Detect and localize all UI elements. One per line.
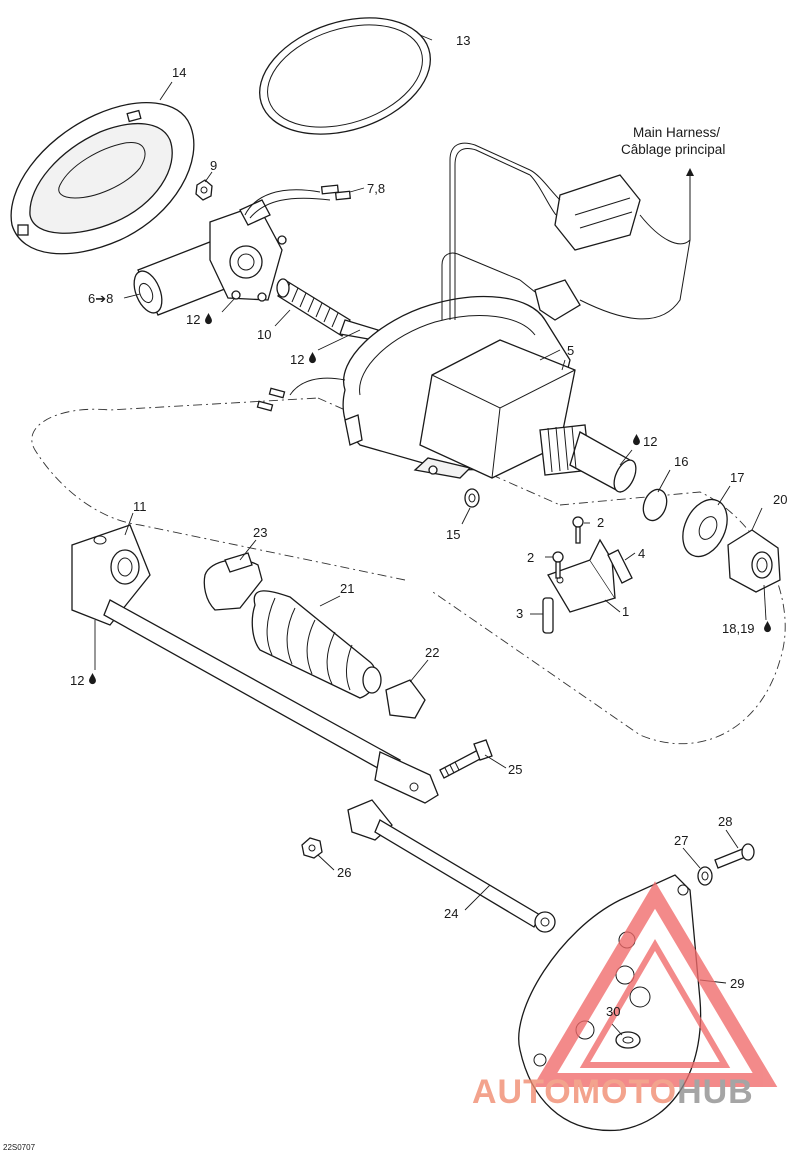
part-14-cover bbox=[10, 102, 195, 255]
watermark-text-part1: AUTOMOTO bbox=[472, 1073, 677, 1111]
callout-25: 25 bbox=[508, 762, 522, 777]
harness-note-line2: Câblage principal bbox=[621, 142, 725, 157]
part-11-lever-shaft bbox=[71, 524, 439, 804]
svg-text:12: 12 bbox=[70, 673, 84, 688]
callout-16: 16 bbox=[674, 454, 688, 469]
callout-7-8: 7,8 bbox=[367, 181, 385, 196]
oil-drop-icon bbox=[205, 313, 212, 325]
callout-23: 23 bbox=[253, 525, 267, 540]
housing-wire-leads bbox=[256, 377, 346, 412]
callout-9: 9 bbox=[210, 158, 217, 173]
callout-20: 20 bbox=[773, 492, 787, 507]
main-harness-wiring bbox=[441, 142, 694, 321]
part-7-8-connectors bbox=[244, 184, 351, 219]
callout-27: 27 bbox=[674, 833, 688, 848]
svg-text:AUTOMOTOHUB: AUTOMOTOHUB bbox=[472, 1073, 754, 1111]
callout-29: 29 bbox=[730, 976, 744, 991]
callout-3: 3 bbox=[516, 606, 523, 621]
callout-1: 1 bbox=[622, 604, 629, 619]
part-4-clip bbox=[607, 549, 633, 584]
callout-12-screw: 12 bbox=[290, 352, 316, 367]
callout-2-upper: 2 bbox=[597, 515, 604, 530]
callout-12-motor: 12 bbox=[186, 312, 212, 327]
part-20-nut bbox=[727, 529, 781, 593]
svg-text:12: 12 bbox=[290, 352, 304, 367]
watermark-inner-triangle bbox=[579, 939, 731, 1068]
part-5-housing bbox=[342, 296, 637, 493]
part-30-bushings bbox=[615, 1031, 641, 1049]
part-16-o-ring bbox=[642, 488, 668, 522]
callout-22: 22 bbox=[425, 645, 439, 660]
part-3-pin bbox=[542, 597, 554, 634]
part-22-clamp bbox=[385, 679, 426, 719]
callout-4: 4 bbox=[638, 546, 645, 561]
oil-drop-icon bbox=[89, 673, 96, 685]
part-27-washer bbox=[697, 866, 713, 886]
callout-6-8: 6➔8 bbox=[88, 291, 113, 306]
watermark-triangle bbox=[532, 881, 778, 1087]
callout-13: 13 bbox=[456, 33, 470, 48]
oil-drop-icon bbox=[633, 434, 640, 446]
part-26-nut bbox=[301, 837, 323, 859]
harness-note-line1: Main Harness/ bbox=[633, 125, 720, 140]
part-2-screw-upper bbox=[572, 516, 584, 544]
callout-15: 15 bbox=[446, 527, 460, 542]
callout-30: 30 bbox=[606, 1004, 620, 1019]
svg-text:12: 12 bbox=[186, 312, 200, 327]
part-2-screw-lower bbox=[552, 551, 564, 579]
watermark-logo: AUTOMOTOHUB bbox=[472, 881, 778, 1111]
diagram-code: 22S0707 bbox=[3, 1143, 36, 1152]
svg-text:18,19: 18,19 bbox=[722, 621, 755, 636]
part-10-worm-screw bbox=[276, 278, 379, 341]
oil-drop-icon bbox=[764, 621, 771, 633]
callout-5: 5 bbox=[567, 343, 574, 358]
callout-2-lower: 2 bbox=[527, 550, 534, 565]
callout-18-19: 18,19 bbox=[722, 621, 771, 636]
part-15-grommet bbox=[464, 488, 480, 508]
callout-26: 26 bbox=[337, 865, 351, 880]
callout-10: 10 bbox=[257, 327, 271, 342]
callout-21: 21 bbox=[340, 581, 354, 596]
part-25-bolt bbox=[439, 739, 493, 779]
part-28-bolt bbox=[714, 843, 755, 869]
oil-drop-icon bbox=[309, 352, 316, 364]
part-1-bracket bbox=[547, 538, 617, 613]
part-24-link-rod bbox=[347, 799, 556, 933]
part-13-gasket bbox=[259, 17, 431, 135]
callout-labels: 13 14 9 7,8 6➔8 12 10 12 Main Harness/ C… bbox=[3, 33, 787, 1152]
callout-12-shaft: 12 bbox=[633, 434, 657, 449]
part-23-clamp bbox=[203, 552, 263, 611]
watermark-text-part2: HUB bbox=[677, 1073, 754, 1111]
part-9-nut bbox=[195, 179, 213, 201]
callout-12-lever: 12 bbox=[70, 673, 96, 688]
part-6-8-motor bbox=[133, 199, 287, 316]
callout-28: 28 bbox=[718, 814, 732, 829]
callout-24: 24 bbox=[444, 906, 458, 921]
callout-17: 17 bbox=[730, 470, 744, 485]
callout-11: 11 bbox=[133, 499, 147, 514]
svg-text:12: 12 bbox=[643, 434, 657, 449]
leader-lines bbox=[94, 34, 767, 1036]
callout-14: 14 bbox=[172, 65, 186, 80]
part-21-rubber-boot bbox=[251, 590, 382, 699]
part-17-washer bbox=[682, 498, 728, 558]
